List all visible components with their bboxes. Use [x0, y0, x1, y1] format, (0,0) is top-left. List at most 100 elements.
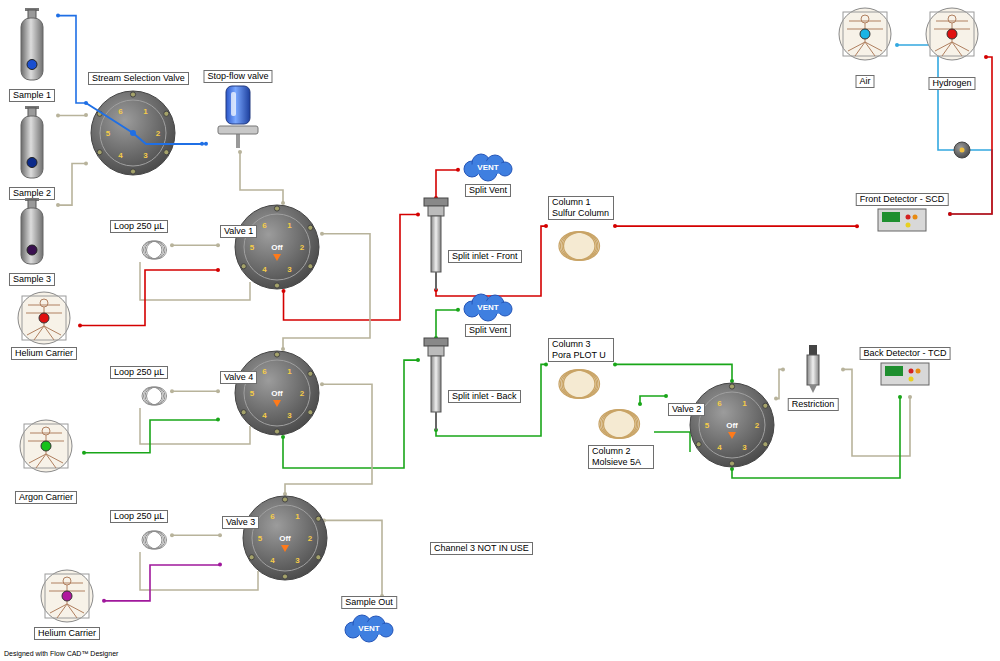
detector-knob: [913, 215, 918, 220]
loop-coil: [147, 531, 167, 549]
supply-port: [39, 313, 49, 323]
vent-node: VENTSplit Vent: [458, 294, 518, 338]
restr-node: Restriction: [783, 341, 843, 412]
port-dot: [841, 367, 845, 371]
valve-port: [274, 206, 279, 211]
port-dot: [281, 435, 285, 439]
valve-rotor: [244, 214, 310, 280]
port-number: 6: [262, 221, 266, 230]
figure-head: [861, 15, 869, 23]
valve-port: [274, 429, 279, 434]
valve-rotor: [100, 100, 166, 166]
supply-emblem: [24, 424, 68, 468]
node-label: Split Vent: [465, 184, 511, 197]
inlet-nut: [424, 198, 448, 206]
gas-line: [640, 396, 666, 404]
node-label: Column 1 Sulfur Column: [548, 196, 614, 220]
port-number: 2: [156, 129, 160, 138]
det-node: Back Detector - TCD: [860, 347, 952, 397]
rotor-hub: [130, 130, 136, 136]
vent-cloud: [470, 161, 506, 175]
port-number: 6: [262, 367, 266, 376]
loop-leads: [140, 262, 690, 590]
restrictor-tip: [809, 385, 817, 393]
valve-node: Valve 2Off123456: [666, 381, 776, 469]
solenoid-body: [226, 86, 250, 124]
detector-knob: [916, 369, 921, 374]
node-label: Valve 2: [668, 403, 705, 416]
node-label: Split Vent: [465, 324, 511, 337]
gas-line: [436, 170, 458, 198]
column-coil: [561, 232, 597, 260]
node-label: Restriction: [788, 398, 839, 411]
gas-line: [436, 364, 546, 436]
port-dot: [664, 394, 668, 398]
supply-emblem: [930, 12, 974, 56]
inlet-head: [428, 346, 444, 356]
supply-port: [947, 29, 957, 39]
figure-body: [847, 21, 883, 56]
node-label: Sample 3: [9, 273, 55, 286]
node-label: Air: [856, 75, 875, 88]
valve-state: Off: [279, 534, 291, 543]
port-dot: [948, 212, 952, 216]
valve-port: [696, 442, 701, 447]
ssv-node: Stream Selection Valve123456: [86, 70, 202, 180]
valve-rotor: [244, 360, 310, 426]
port-number: 3: [287, 410, 291, 419]
valve-state: Off: [271, 389, 283, 398]
loop-lead: [140, 552, 258, 590]
inlet-head: [428, 206, 444, 216]
valve-node: Valve 4Off123456: [218, 349, 322, 437]
col-node: Column 1 Sulfur Column: [546, 196, 615, 266]
cyl-node: Sample 2: [6, 106, 58, 201]
gas-line: [436, 310, 458, 338]
figure-head: [42, 427, 50, 435]
port-number: 2: [300, 389, 304, 398]
inlet-liner: [435, 412, 437, 430]
node-label: Valve 4: [220, 371, 257, 384]
valve-port: [130, 169, 135, 174]
valve-port: [282, 497, 287, 502]
port-dot: [170, 243, 174, 247]
inlet-body: [431, 356, 441, 412]
port-dot: [218, 533, 222, 537]
port-number: 4: [717, 442, 721, 451]
vent-text: VENT: [358, 624, 379, 633]
restrictor-body: [807, 355, 819, 385]
port-dot: [320, 382, 324, 386]
node-label: Back Detector - TCD: [860, 347, 951, 360]
footer-note: Designed with Flow CAD™ Designer: [4, 650, 118, 658]
gas-line: [80, 270, 218, 326]
mixer-tee: [954, 142, 970, 158]
valve-port: [274, 352, 279, 357]
port-dot: [730, 467, 734, 471]
cyl-icon: [6, 8, 58, 102]
node-label: Sample 1: [9, 89, 55, 102]
cyl-node: Sample 3: [6, 198, 58, 287]
port-number: 3: [295, 555, 299, 564]
gas-line: [58, 164, 86, 206]
valve-port: [316, 516, 321, 521]
supply-emblem: [18, 292, 70, 344]
figure-body: [934, 21, 970, 56]
gas-cylinder: [21, 18, 43, 80]
node-label: Channel 3 NOT IN USE: [430, 542, 533, 555]
valve-body: [690, 383, 774, 467]
port-number: 5: [705, 421, 709, 430]
port-dot: [781, 367, 785, 371]
column-coil: [561, 370, 597, 398]
restrictor-knob: [809, 345, 817, 355]
gas-line: [104, 564, 220, 600]
port-dot: [948, 212, 952, 216]
port-number: 2: [755, 421, 759, 430]
port-dot: [281, 201, 285, 205]
port-number: 6: [717, 399, 721, 408]
valve-rotor: [699, 392, 765, 458]
person-node: Air: [833, 6, 897, 89]
gas-line: [897, 45, 992, 214]
port-dot: [78, 324, 82, 328]
column-coil: [604, 410, 640, 438]
figure-head: [948, 15, 956, 23]
node-label: Helium Carrier: [34, 627, 100, 640]
